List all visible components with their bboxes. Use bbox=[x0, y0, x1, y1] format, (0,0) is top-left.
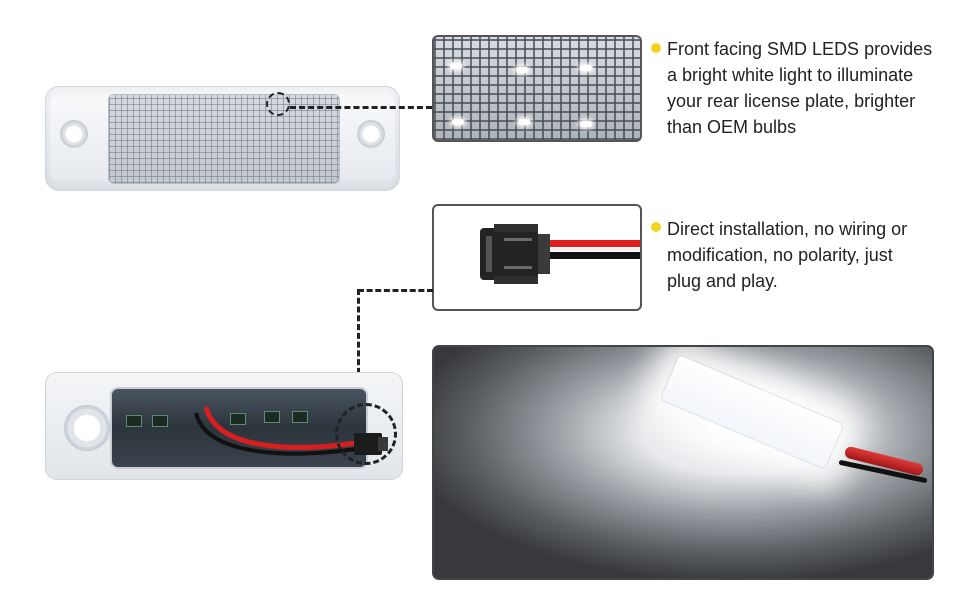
led-closeup-detail bbox=[432, 35, 642, 142]
connector-closeup-detail bbox=[432, 204, 642, 311]
feature-1-line: Front facing SMD LEDS provides bbox=[667, 39, 933, 59]
led-chip-icon bbox=[580, 121, 592, 127]
plug-connector-icon bbox=[480, 224, 640, 284]
feature-1-text: Front facing SMD LEDS provides a bright … bbox=[667, 36, 957, 140]
yellow-bullet-icon bbox=[651, 43, 661, 53]
led-chip-icon bbox=[452, 119, 464, 125]
smd-component bbox=[264, 411, 280, 423]
connector-zoom-connector-line bbox=[358, 289, 433, 292]
feature-2-line: modification, no polarity, just bbox=[667, 245, 893, 265]
led-chip-icon bbox=[516, 67, 528, 73]
lit-lamp bbox=[659, 353, 845, 471]
led-chip-icon bbox=[450, 63, 462, 69]
feature-2-line: Direct installation, no wiring or bbox=[667, 219, 908, 239]
led-zoom-connector-line bbox=[290, 106, 432, 109]
screw-hole-left bbox=[60, 120, 88, 148]
led-chip-icon bbox=[580, 65, 592, 71]
screw-hole bbox=[64, 405, 110, 451]
feature-1-line: than OEM bulbs bbox=[667, 117, 797, 137]
lamp-illuminated-photo bbox=[432, 345, 934, 580]
feature-1-line: your rear license plate, brighter bbox=[667, 91, 916, 111]
yellow-bullet-icon bbox=[651, 222, 661, 232]
feature-2-text: Direct installation, no wiring or modifi… bbox=[667, 216, 957, 294]
smd-component bbox=[292, 411, 308, 423]
smd-component bbox=[126, 415, 142, 427]
screw-hole-right bbox=[357, 120, 385, 148]
connector-zoom-connector-line bbox=[357, 289, 360, 409]
feature-1-line: a bright white light to illuminate bbox=[667, 65, 914, 85]
smd-component bbox=[230, 413, 246, 425]
feature-2-line: plug and play. bbox=[667, 271, 778, 291]
led-lens bbox=[108, 94, 340, 184]
smd-component bbox=[152, 415, 168, 427]
led-chip-icon bbox=[518, 119, 530, 125]
connector-zoom-marker-icon bbox=[335, 403, 397, 465]
led-zoom-marker-icon bbox=[266, 92, 290, 116]
led-lamp-front-photo bbox=[45, 86, 400, 191]
